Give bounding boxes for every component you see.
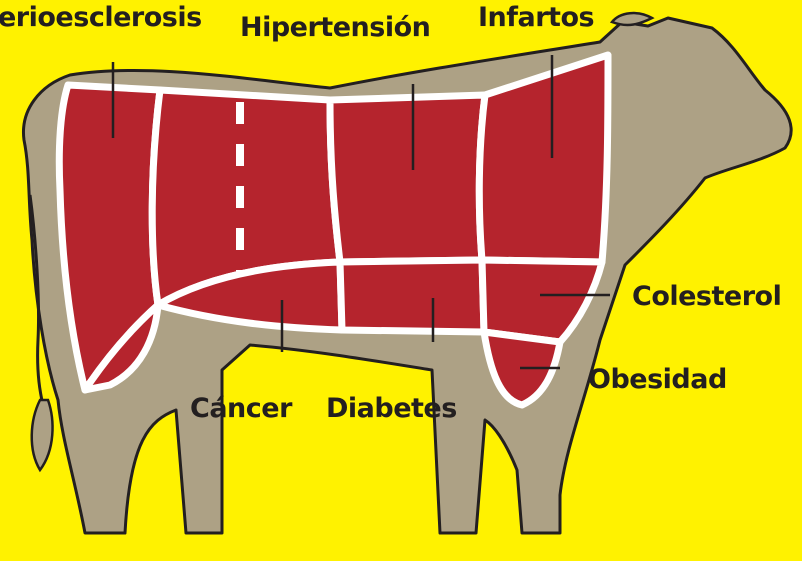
cow-tail-tuft — [32, 400, 53, 470]
label-infartos: Infartos — [478, 4, 594, 31]
label-colesterol: Colesterol — [632, 283, 781, 310]
label-obesidad: Obesidad — [588, 366, 727, 393]
label-hipertension: Hipertensión — [240, 14, 430, 41]
cow-ear — [612, 13, 652, 25]
cut-region-diabetes — [340, 260, 484, 332]
label-cancer: Cáncer — [190, 395, 292, 422]
label-arteriosclerosis: erioesclerosis — [0, 4, 202, 31]
label-diabetes: Diabetes — [326, 395, 457, 422]
cut-region-hipertension — [330, 95, 485, 262]
